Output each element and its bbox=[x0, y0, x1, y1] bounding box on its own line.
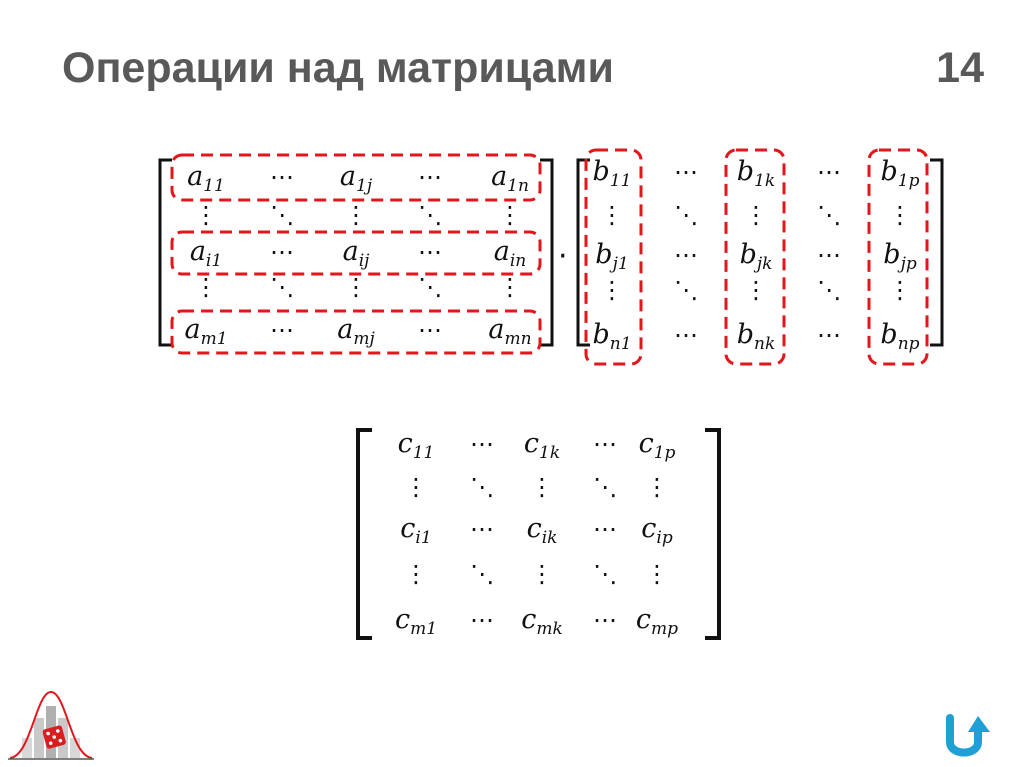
matrix-b-col-p-highlight bbox=[867, 148, 929, 366]
ellipsis-symbol: … bbox=[470, 509, 494, 537]
matrix-element: a11 bbox=[187, 161, 225, 196]
ddots-symbol: ⋱ bbox=[674, 276, 698, 304]
matrix-element: b1k bbox=[737, 156, 775, 191]
matrix-element: b1p bbox=[881, 156, 920, 191]
matrix-element: cm1 bbox=[395, 604, 437, 639]
matrix-element: ai1 bbox=[190, 236, 222, 271]
ddots-symbol: ⋱ bbox=[418, 273, 442, 301]
vdots-symbol: ⋮ bbox=[498, 273, 522, 301]
matrix-a: a11…a1j…a1n⋮⋱⋮⋱⋮ai1…aij…ain⋮⋱⋮⋱⋮am1…amj…… bbox=[184, 157, 531, 349]
ellipsis-symbol: … bbox=[270, 157, 294, 185]
matrix-a-row-i-highlight bbox=[170, 230, 542, 276]
matrix-element: aij bbox=[343, 236, 371, 271]
vdots-symbol: ⋮ bbox=[888, 201, 912, 229]
matrix-c: c11 … c1k … c1p ⋮ ⋱ ⋮ ⋱ ⋮ ci1 … cik … cip ⋮ ⋱ ⋮ ⋱ ⋮ cm1 … cmk …… bbox=[395, 424, 678, 639]
ddots-symbol: ⋱ bbox=[674, 201, 698, 229]
vdots-symbol: ⋮ bbox=[344, 273, 368, 301]
ellipsis-symbol: … bbox=[593, 509, 617, 537]
ellipsis-symbol: … bbox=[418, 232, 442, 260]
ddots-symbol: ⋱ bbox=[593, 473, 617, 501]
ellipsis-symbol: … bbox=[593, 600, 617, 628]
ellipsis-symbol: … bbox=[674, 235, 698, 263]
matrix-b-col-1-highlight bbox=[584, 148, 643, 366]
ellipsis-symbol: … bbox=[270, 310, 294, 338]
vdots-symbol: ⋮ bbox=[404, 473, 428, 501]
matrix-b-right-bracket bbox=[930, 158, 944, 347]
matrix-a-right-bracket bbox=[540, 158, 554, 347]
matrix-b-col-k-highlight bbox=[724, 148, 786, 366]
matrix-element: amn bbox=[488, 314, 531, 349]
vdots-symbol: ⋮ bbox=[600, 276, 624, 304]
matrix-b-left-bracket bbox=[576, 158, 590, 347]
matrix-element: c1p bbox=[639, 428, 676, 463]
ellipsis-symbol: … bbox=[418, 157, 442, 185]
vdots-symbol: ⋮ bbox=[498, 201, 522, 229]
matrix-element: bjp bbox=[883, 239, 917, 274]
ddots-symbol: ⋱ bbox=[470, 473, 494, 501]
vdots-symbol: ⋮ bbox=[645, 560, 669, 588]
return-arrow-icon[interactable] bbox=[940, 712, 1000, 760]
matrix-b: b11…b1k…b1p⋮⋱⋮⋱⋮bj1…bjk…bjp⋮⋱⋮⋱⋮bn1…bnk…… bbox=[592, 152, 919, 354]
matrix-element: bnp bbox=[880, 319, 919, 354]
vdots-symbol: ⋮ bbox=[404, 560, 428, 588]
ellipsis-symbol: … bbox=[817, 152, 841, 180]
matrix-c-right-bracket bbox=[705, 428, 721, 640]
matrix-element: cmp bbox=[636, 604, 678, 639]
slide-number: 14 bbox=[936, 44, 984, 92]
matrix-element: cip bbox=[641, 513, 673, 548]
ellipsis-symbol: … bbox=[470, 424, 494, 452]
ellipsis-symbol: … bbox=[418, 310, 442, 338]
matrix-element: a1j bbox=[340, 161, 373, 196]
ddots-symbol: ⋱ bbox=[817, 276, 841, 304]
vdots-symbol: ⋮ bbox=[744, 276, 768, 304]
vdots-symbol: ⋮ bbox=[530, 473, 554, 501]
ddots-symbol: ⋱ bbox=[470, 560, 494, 588]
matrix-element: cik bbox=[527, 513, 558, 548]
ellipsis-symbol: … bbox=[817, 315, 841, 343]
matrix-element: ci1 bbox=[400, 513, 431, 548]
matrix-element: bjk bbox=[740, 239, 773, 274]
vdots-symbol: ⋮ bbox=[344, 201, 368, 229]
ddots-symbol: ⋱ bbox=[270, 273, 294, 301]
matrix-element: cmk bbox=[521, 604, 563, 639]
matrix-a-row-m-highlight bbox=[170, 309, 542, 355]
ddots-symbol: ⋱ bbox=[817, 201, 841, 229]
matrix-element: c11 bbox=[398, 428, 435, 463]
matrix-element: bj1 bbox=[595, 239, 628, 274]
matrix-a-row-1-highlight bbox=[170, 153, 542, 202]
vdots-symbol: ⋮ bbox=[194, 273, 218, 301]
ddots-symbol: ⋱ bbox=[270, 201, 294, 229]
matrix-c-left-bracket bbox=[356, 428, 372, 640]
vdots-symbol: ⋮ bbox=[530, 560, 554, 588]
ellipsis-symbol: … bbox=[674, 315, 698, 343]
ddots-symbol: ⋱ bbox=[593, 560, 617, 588]
matrix-element: am1 bbox=[184, 314, 227, 349]
matrix-element: a1n bbox=[491, 161, 529, 196]
normal-distribution-dice-icon bbox=[8, 690, 94, 760]
vdots-symbol: ⋮ bbox=[194, 201, 218, 229]
page-title: Операции над матрицами bbox=[62, 44, 614, 92]
matrix-element: bnk bbox=[737, 319, 776, 354]
ellipsis-symbol: … bbox=[674, 152, 698, 180]
ellipsis-symbol: … bbox=[593, 424, 617, 452]
matrix-element: bn1 bbox=[592, 319, 631, 354]
vdots-symbol: ⋮ bbox=[888, 276, 912, 304]
matrix-element: ain bbox=[494, 236, 527, 271]
matrix-a-left-bracket bbox=[158, 158, 172, 347]
matrix-element: c1k bbox=[524, 428, 560, 463]
ellipsis-symbol: … bbox=[817, 235, 841, 263]
ellipsis-symbol: … bbox=[270, 232, 294, 260]
vdots-symbol: ⋮ bbox=[600, 201, 624, 229]
vdots-symbol: ⋮ bbox=[744, 201, 768, 229]
ellipsis-symbol: … bbox=[470, 600, 494, 628]
ddots-symbol: ⋱ bbox=[418, 201, 442, 229]
vdots-symbol: ⋮ bbox=[645, 473, 669, 501]
matrix-element: amj bbox=[337, 314, 375, 349]
multiply-symbol: · bbox=[558, 239, 568, 274]
matrix-element: b11 bbox=[593, 156, 632, 191]
